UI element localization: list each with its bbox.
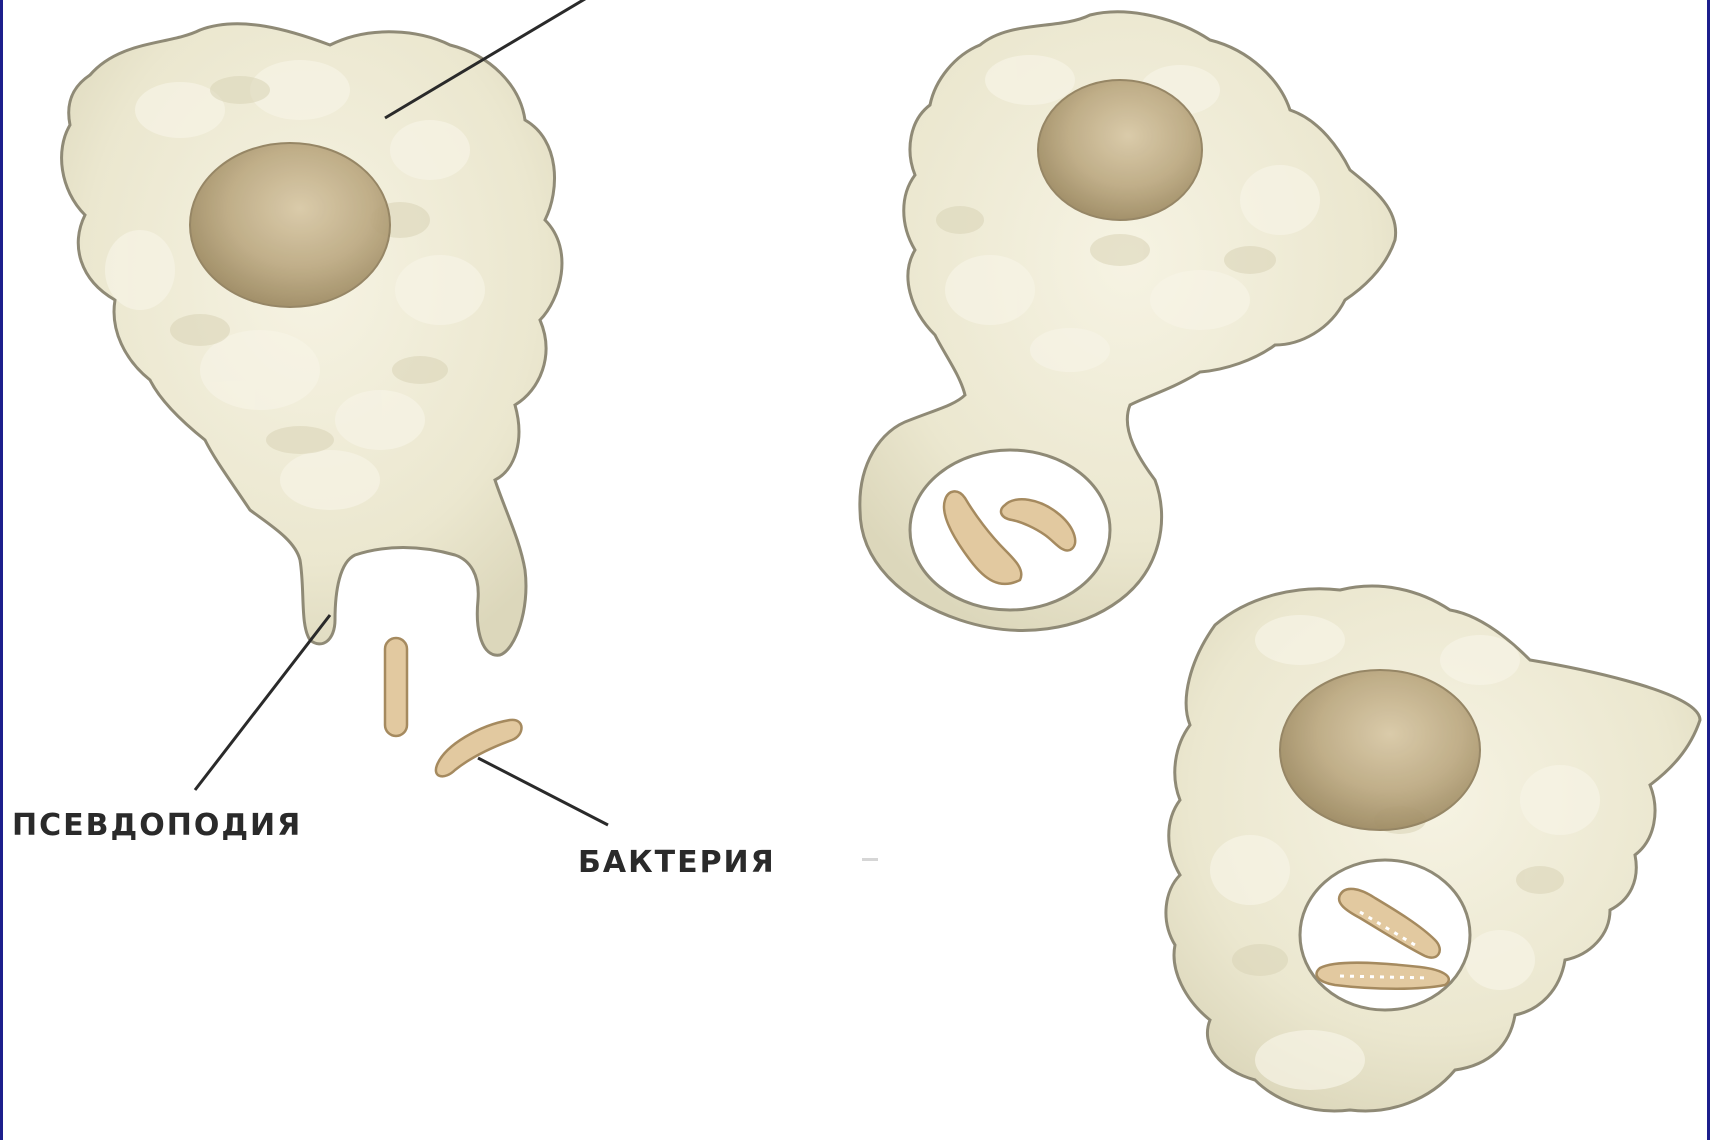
cell-2-phagosome — [910, 450, 1110, 610]
cell-engulfing — [860, 12, 1396, 631]
bacterium-vertical — [385, 638, 407, 736]
cell-1-nucleus — [190, 143, 390, 307]
pointer-line-bacterium — [478, 758, 608, 825]
stray-mark — [862, 858, 878, 861]
bacterium-curved — [436, 720, 522, 776]
cell-3-nucleus — [1280, 670, 1480, 830]
bacterium-label: БАКТЕРИЯ — [578, 845, 776, 880]
cell-digesting — [1166, 586, 1700, 1111]
pointer-line-pseudopod — [195, 615, 330, 790]
cell-with-pseudopodia — [62, 24, 562, 655]
cell-2-nucleus — [1038, 80, 1202, 220]
pseudopod-label: ПСЕВДОПОДИЯ — [12, 808, 302, 843]
free-bacteria — [385, 638, 522, 776]
